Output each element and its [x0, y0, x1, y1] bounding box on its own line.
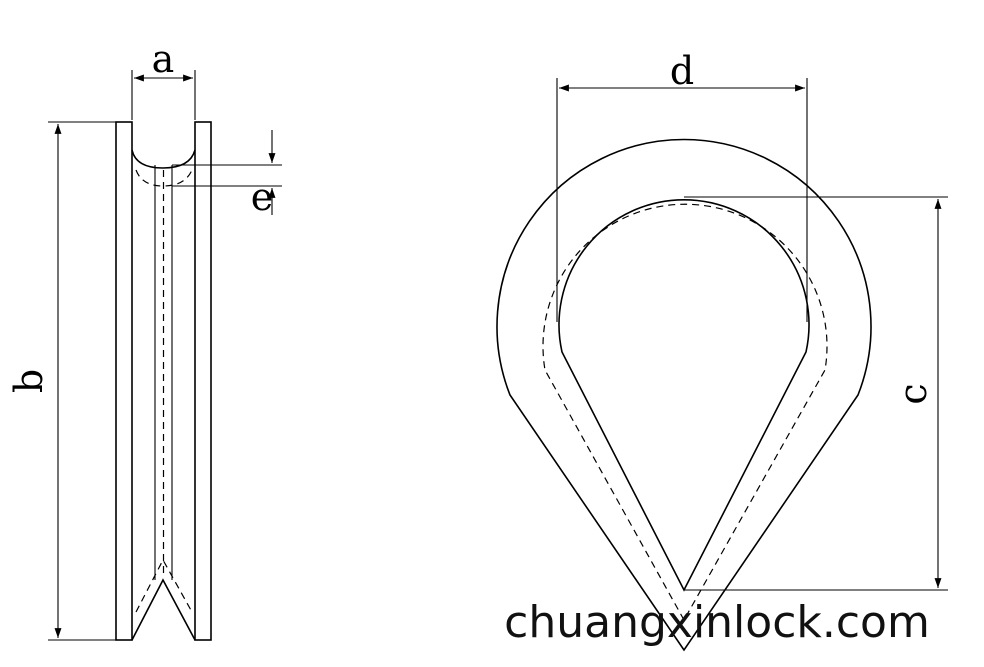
side-view: a b e	[7, 37, 282, 641]
thimble-inner-contour	[558, 199, 810, 592]
left-flange	[115, 121, 133, 641]
watermark-text: chuangxinlock.com	[504, 597, 930, 648]
label-b: b	[7, 369, 51, 393]
label-a: a	[152, 37, 175, 81]
bottom-v-outer	[131, 578, 196, 641]
front-view: d c	[496, 49, 948, 652]
label-d: d	[670, 49, 694, 93]
bottom-v-hidden	[135, 558, 193, 613]
thimble-outer-contour	[496, 138, 872, 652]
label-c: c	[891, 383, 935, 404]
label-e: e	[251, 175, 274, 219]
right-flange	[194, 121, 212, 641]
thimble-hidden-contour	[542, 203, 828, 622]
groove-top-profile	[131, 149, 196, 169]
